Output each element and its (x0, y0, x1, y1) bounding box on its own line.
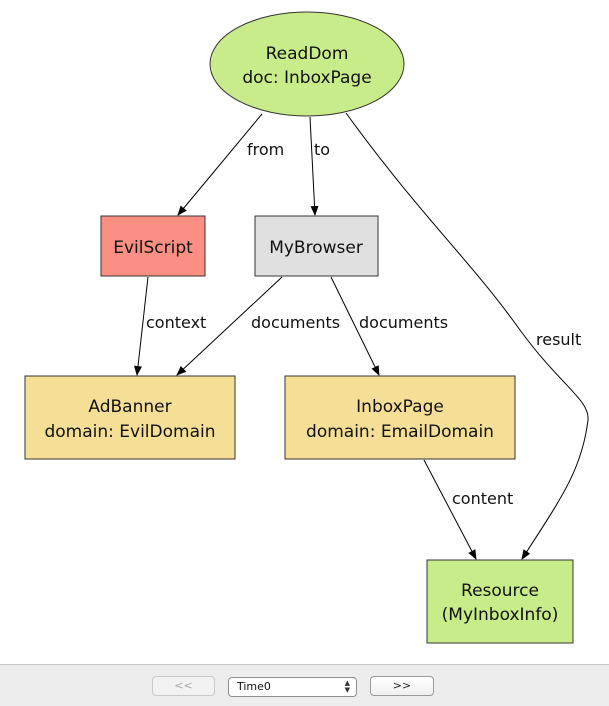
node-readdom-title: ReadDom (266, 44, 349, 64)
edge-label-result: result (536, 330, 581, 349)
edge-inboxpage-resource (423, 459, 477, 560)
node-inboxpage[interactable]: InboxPage domain: EmailDomain (284, 375, 516, 460)
node-evilscript[interactable]: EvilScript (100, 215, 206, 277)
edge-label-documents-adbanner: documents (251, 313, 340, 332)
edge-label-documents-inboxpage: documents (359, 313, 448, 332)
node-inboxpage-title: InboxPage (356, 397, 444, 417)
node-resource-title: Resource (461, 581, 539, 601)
next-button[interactable]: >> (370, 676, 434, 696)
graph-canvas: from to result context documents documen… (24, 11, 589, 644)
node-resource-subtitle: (MyInboxInfo) (442, 605, 559, 625)
edge-label-from: from (247, 140, 284, 159)
node-mybrowser[interactable]: MyBrowser (254, 215, 379, 277)
time-select[interactable]: Time0 ▲▼ (228, 677, 357, 697)
node-adbanner-subtitle: domain: EvilDomain (44, 422, 215, 442)
edge-label-to: to (314, 140, 330, 159)
edge-readdom-resource (345, 112, 589, 560)
edge-readdom-evilscript (177, 113, 263, 216)
edge-label-context: context (146, 313, 206, 332)
node-resource[interactable]: Resource (MyInboxInfo) (426, 559, 574, 644)
node-adbanner-title: AdBanner (88, 397, 171, 417)
node-readdom-subtitle: doc: InboxPage (242, 68, 371, 88)
node-inboxpage-subtitle: domain: EmailDomain (306, 422, 494, 442)
node-adbanner[interactable]: AdBanner domain: EvilDomain (24, 375, 236, 460)
edge-mybrowser-adbanner (176, 276, 283, 376)
node-mybrowser-title: MyBrowser (269, 238, 363, 258)
node-readdom[interactable]: ReadDom doc: InboxPage (209, 11, 405, 117)
edge-readdom-mybrowser (309, 116, 319, 216)
edge-evilscript-adbanner (134, 276, 149, 376)
edge-mybrowser-inboxpage (330, 276, 380, 376)
node-evilscript-title: EvilScript (113, 238, 193, 258)
time-select-value: Time0 (237, 680, 271, 693)
edge-label-content: content (452, 489, 513, 508)
previous-button[interactable]: << (152, 676, 215, 696)
navigation-bar: << Time0 ▲▼ >> (0, 664, 609, 706)
select-arrows-icon: ▲▼ (344, 679, 350, 694)
